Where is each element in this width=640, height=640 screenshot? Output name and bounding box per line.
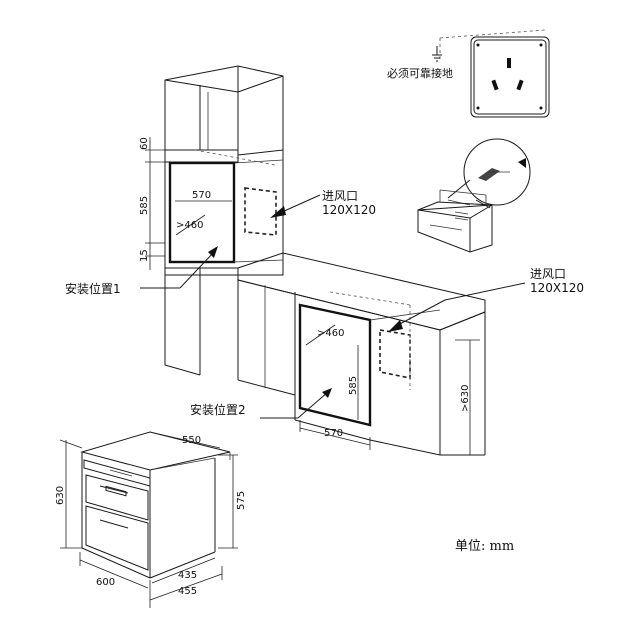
dim-455: 455 xyxy=(178,586,197,597)
appliance-dimension-view: 550 630 575 600 435 455 xyxy=(55,431,247,608)
dim-570-top: 570 xyxy=(192,190,211,201)
dim-60: 60 xyxy=(139,137,150,150)
position-2-label-group: 安装位置2 xyxy=(190,388,332,419)
appliance-position-2: >460 585 570 xyxy=(298,303,441,450)
position-1-label: 安装位置1 xyxy=(65,281,121,296)
dim-570-mid: 570 xyxy=(324,428,343,439)
dim-435: 435 xyxy=(178,570,197,581)
socket-pin-right-icon xyxy=(516,79,524,91)
position-2-label: 安装位置2 xyxy=(190,402,246,417)
dim-630-left: 630 xyxy=(55,486,66,505)
vent-right: 进风口 120X120 xyxy=(329,267,584,390)
vent-right-size: 120X120 xyxy=(530,281,584,295)
ground-label: 必须可靠接地 xyxy=(387,66,453,80)
drawer-detail xyxy=(417,189,493,253)
vent-right-title: 进风口 xyxy=(530,267,566,281)
magnifier-circle xyxy=(463,138,531,206)
tall-cabinet-dimensions: 60 585 15 xyxy=(139,137,165,270)
base-cabinets xyxy=(237,252,486,456)
dim-600: 600 xyxy=(96,577,115,588)
ground-socket: 必须可靠接地 xyxy=(387,29,550,118)
position-1-label-group: 安装位置1 xyxy=(65,246,218,296)
vent-top-title: 进风口 xyxy=(322,189,358,203)
dim-550: 550 xyxy=(182,435,201,446)
dim-585-mid: 585 xyxy=(348,376,359,395)
dim-575: 575 xyxy=(236,491,247,510)
appliance-position-1: 570 >460 xyxy=(168,159,284,264)
screw-detail xyxy=(447,138,531,209)
socket-pin-left-icon xyxy=(491,79,499,91)
dim-630-right: >630 xyxy=(460,385,471,412)
dim-460-top: >460 xyxy=(176,220,203,231)
dim-15: 15 xyxy=(139,249,150,262)
socket-earth-pin-icon xyxy=(507,58,511,68)
screw-icon xyxy=(478,168,500,181)
dim-460-mid: >460 xyxy=(317,328,344,339)
vent-top-size: 120X120 xyxy=(322,203,376,217)
dim-585-left: 585 xyxy=(139,196,150,215)
unit-label: 单位: mm xyxy=(455,539,514,554)
dim-630-right-group: >630 xyxy=(455,339,480,455)
vent-top: 进风口 120X120 xyxy=(194,149,376,236)
socket-plate-icon xyxy=(473,39,547,115)
